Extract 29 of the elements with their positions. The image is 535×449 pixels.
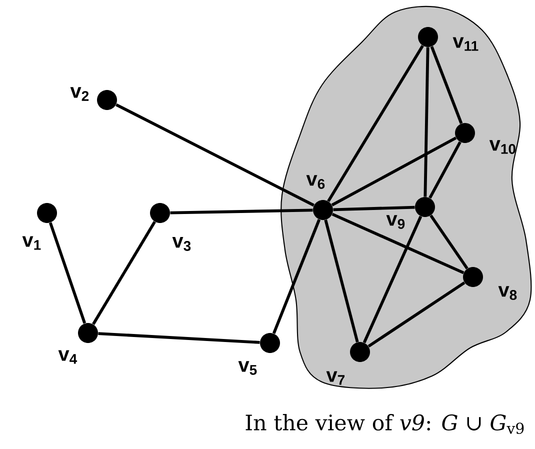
edge-line [424, 47, 430, 197]
vertex-label: v$_{10}$ [489, 140, 516, 154]
vertex-label: v$_{8}$ [498, 286, 517, 300]
vertex-label: v$_{4}$ [58, 350, 78, 364]
caption: In the view of v9: G ∪ G$_{v9}$ [246, 414, 524, 434]
edge-line [368, 281, 466, 348]
edge-line [98, 332, 260, 344]
vertex-label: v$_{1}$ [22, 236, 41, 250]
edge-line [428, 141, 462, 199]
edge-line [430, 214, 468, 270]
edge-line [92, 221, 156, 325]
vertex-label: v$_{3}$ [172, 237, 191, 251]
edge-line [327, 45, 424, 202]
edge-line [332, 212, 464, 274]
edge-line [272, 219, 321, 334]
edge-line [331, 136, 457, 206]
vertex-label: v$_{2}$ [70, 87, 89, 101]
vertex-label: v$_{5}$ [238, 361, 257, 375]
edge-line [170, 208, 313, 214]
edge-line [324, 220, 359, 342]
vertex-label: v$_{11}$ [452, 37, 478, 51]
edge-line [362, 216, 422, 344]
edge-line [333, 206, 415, 212]
vertex-label: v$_{6}$ [306, 175, 325, 189]
vertex-label: v$_{9}$ [386, 215, 405, 229]
vertex-label: v$_{7}$ [326, 371, 344, 385]
edge-line [48, 222, 86, 324]
edge-line [115, 103, 315, 207]
edge-line [430, 46, 463, 124]
